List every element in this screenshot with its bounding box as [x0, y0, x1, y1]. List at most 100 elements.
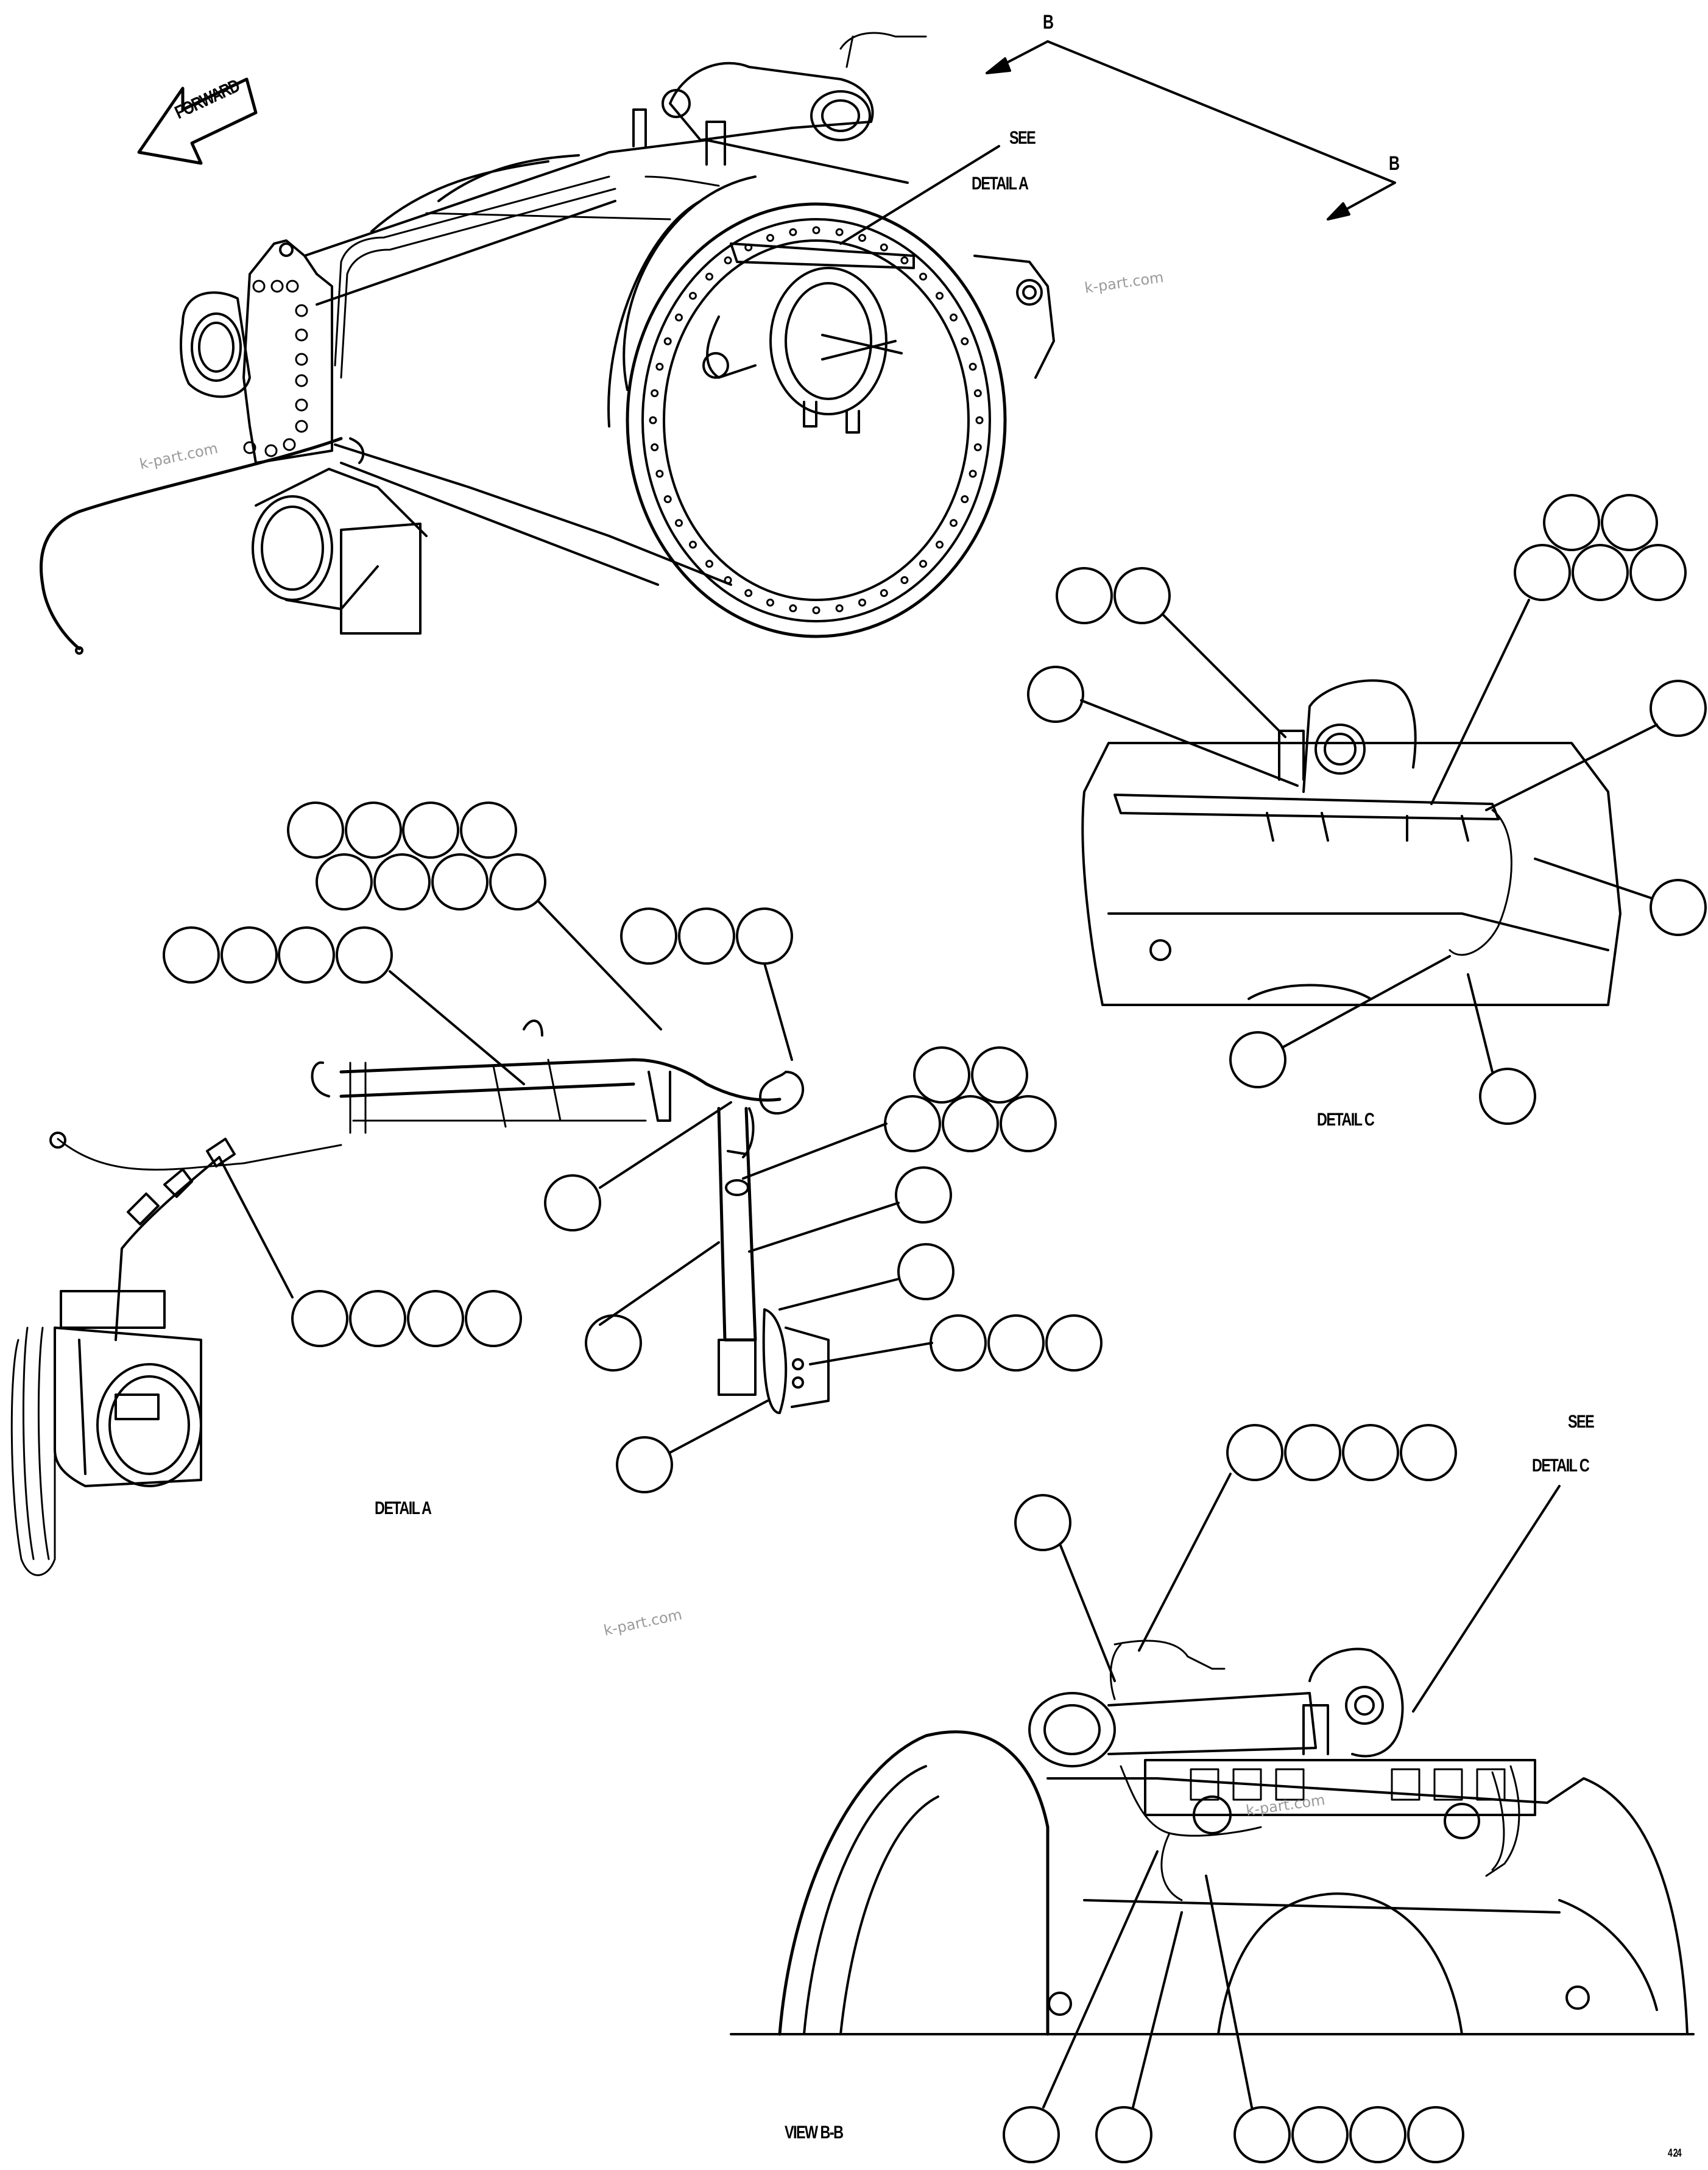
- callout-balloon: [1479, 1068, 1536, 1125]
- callout-balloon: [278, 926, 335, 984]
- callout-balloon: [1113, 567, 1171, 624]
- drum-bolt: [705, 560, 713, 568]
- callout-balloon: [291, 1290, 348, 1347]
- drum-bolt: [835, 228, 844, 236]
- callout-balloon: [585, 1314, 642, 1372]
- callout-balloon: [1650, 879, 1707, 936]
- callout-balloon: [1027, 666, 1084, 723]
- callout-balloon: [897, 1243, 955, 1300]
- callout-balloon: [1284, 1424, 1341, 1481]
- detail-c-drawing: [1027, 494, 1707, 1125]
- callout-balloon: [1629, 544, 1687, 601]
- detail-c-callouts: [1027, 494, 1707, 1125]
- drum-bolt: [858, 234, 866, 242]
- drum-bolt: [649, 416, 657, 424]
- drum-bolt: [663, 337, 672, 345]
- drum-bolt: [789, 604, 797, 613]
- callout-balloon: [163, 926, 220, 984]
- drum-bolt: [858, 598, 866, 607]
- callout-balloon: [895, 1166, 952, 1224]
- detail-c-title: DETAIL C: [1317, 1110, 1375, 1130]
- drum-bolt: [880, 243, 888, 252]
- drum-bolt: [651, 443, 659, 451]
- callout-balloon: [336, 926, 393, 984]
- drum-bolt: [812, 606, 820, 615]
- section-b-label-top: B: [1043, 11, 1054, 33]
- callout-balloon: [1000, 1095, 1057, 1152]
- callout-balloon: [1572, 544, 1629, 601]
- drum-bolt: [961, 495, 969, 504]
- callout-balloon: [620, 907, 677, 965]
- callout-balloon: [930, 1314, 987, 1372]
- callout-balloon: [1056, 567, 1113, 624]
- detail-a-callouts: [163, 801, 1103, 1493]
- drum-bolt: [705, 272, 713, 281]
- callout-balloon: [736, 907, 793, 965]
- callout-balloon: [465, 1290, 522, 1347]
- drum-bolt: [973, 389, 982, 398]
- callout-balloon: [1226, 1424, 1283, 1481]
- drum-bolt: [744, 589, 753, 597]
- callout-balloon: [316, 853, 373, 911]
- callout-balloon: [1229, 1031, 1286, 1088]
- see-label-top: SEE: [1009, 128, 1036, 148]
- drum-bolt: [975, 416, 984, 424]
- callout-balloon: [349, 1290, 406, 1347]
- callout-balloon: [373, 853, 431, 911]
- drum-bolt: [789, 228, 797, 236]
- drum-bolt: [936, 540, 944, 549]
- drum-bolt: [689, 540, 697, 549]
- callout-balloon: [971, 1046, 1028, 1104]
- callout-balloon: [884, 1095, 941, 1152]
- callout-balloon: [1400, 1424, 1457, 1481]
- drum-bolt: [651, 389, 659, 398]
- callout-balloon: [1003, 2106, 1060, 2163]
- callout-balloon: [431, 853, 489, 911]
- callout-balloon: [1349, 2106, 1406, 2163]
- callout-balloon: [1291, 2106, 1349, 2163]
- callout-balloon: [616, 1436, 673, 1493]
- drum-bolt: [724, 576, 732, 584]
- callout-balloon: [1095, 2106, 1152, 2163]
- drum-bolt: [961, 337, 969, 345]
- drum-bolt: [919, 560, 927, 568]
- callout-balloon: [402, 801, 459, 859]
- see-label-bottom: SEE: [1568, 1412, 1595, 1432]
- callout-balloon: [1601, 494, 1658, 551]
- callout-balloon: [942, 1095, 999, 1152]
- callout-balloon: [678, 907, 735, 965]
- drum-bolt: [835, 604, 844, 613]
- drum-bolt: [655, 362, 664, 371]
- drum-bolt: [812, 226, 820, 234]
- callout-balloon: [544, 1174, 601, 1231]
- callout-balloon: [1233, 2106, 1291, 2163]
- view-bb-drawing: [730, 1424, 1695, 2163]
- drum-bolt: [969, 362, 977, 371]
- callout-balloon: [1407, 2106, 1464, 2163]
- drum-bolt: [880, 589, 888, 597]
- drum-bolt: [969, 470, 977, 478]
- detail-a-drawing: [10, 801, 1103, 1576]
- callout-balloon: [345, 801, 402, 859]
- detail-a-reference: DETAIL A: [972, 174, 1029, 194]
- detail-c-reference: DETAIL C: [1532, 1456, 1590, 1476]
- drum-bolt: [675, 519, 683, 527]
- drum-bolt: [655, 470, 664, 478]
- callout-balloon: [407, 1290, 464, 1347]
- view-bb-callouts: [1003, 1424, 1464, 2163]
- drum-bolt: [973, 443, 982, 451]
- drum-bolt: [950, 313, 958, 322]
- drum-bolt: [950, 519, 958, 527]
- drum-bolt: [900, 256, 909, 264]
- callout-balloon: [913, 1046, 970, 1104]
- section-b-label-right: B: [1389, 152, 1400, 174]
- callout-balloon: [1650, 680, 1707, 737]
- drum-bolt: [919, 272, 927, 281]
- drum-bolt: [766, 234, 774, 242]
- callout-balloon: [1543, 494, 1600, 551]
- callout-balloon: [1045, 1314, 1103, 1372]
- drum-bolt: [724, 256, 732, 264]
- figure-code: 4 24: [1668, 2147, 1682, 2159]
